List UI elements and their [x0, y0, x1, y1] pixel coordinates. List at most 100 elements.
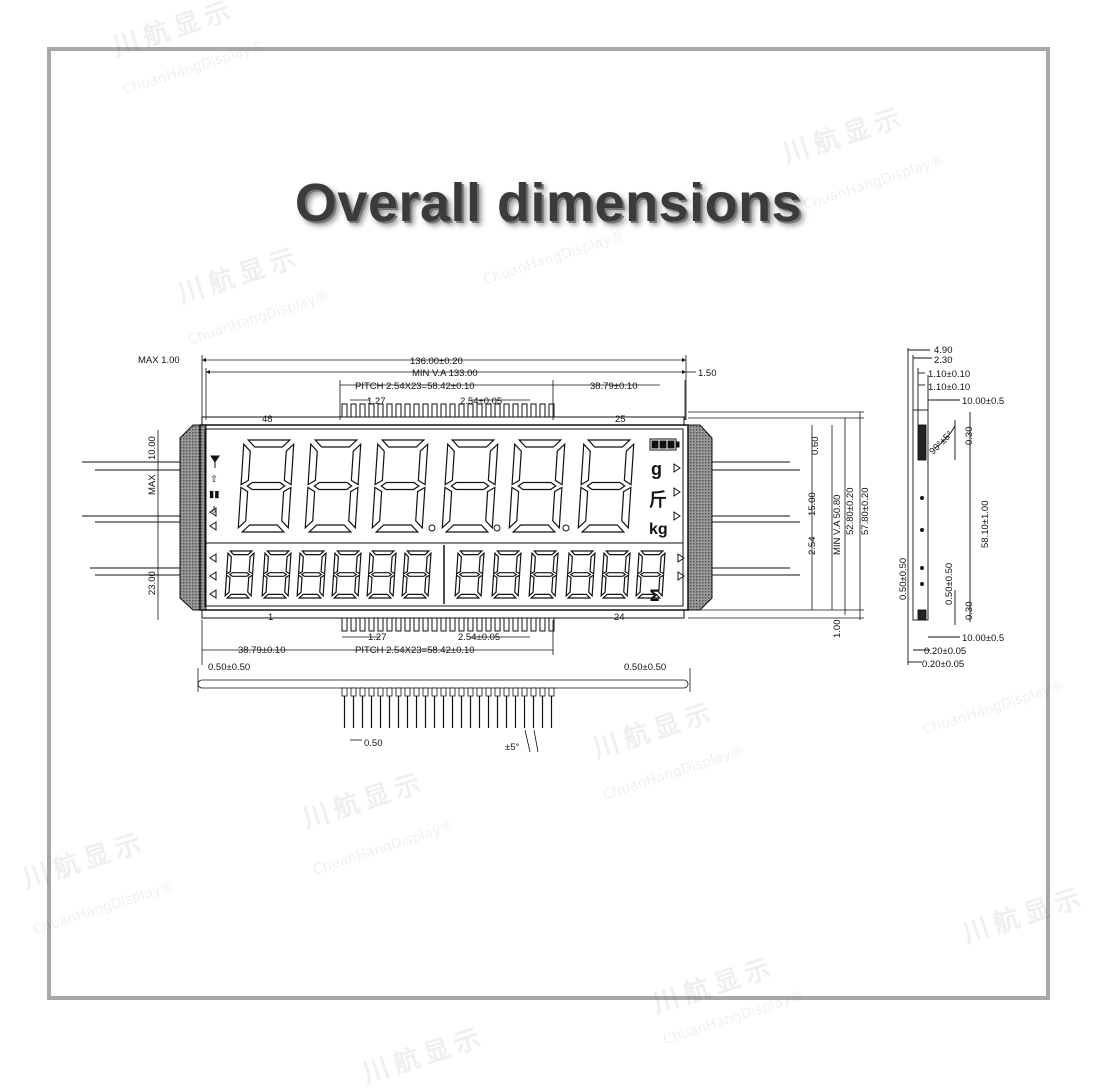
side-d110a: 1.10±0.10 — [928, 369, 970, 380]
dim-left-max: MAX — [147, 474, 158, 495]
large-digit — [577, 439, 635, 533]
small-digit — [565, 550, 596, 599]
top-pin — [521, 403, 528, 418]
bottom-pin — [431, 617, 438, 632]
dim-pin-width-bottom: 1.27 — [368, 632, 387, 643]
page-title: Overall dimensions — [294, 173, 803, 233]
bottom-pin — [404, 617, 411, 632]
lead-pin-head — [422, 687, 429, 697]
small-digit — [366, 550, 397, 599]
large-digit — [441, 439, 499, 533]
lead-pin-head — [413, 687, 420, 697]
pin-label-48: 48 — [262, 414, 273, 425]
dim-pitch-top: PITCH 2.54X23=58.42±0.10 — [355, 381, 475, 392]
bottom-pin — [377, 617, 384, 632]
lead-pin-head — [548, 687, 555, 697]
dim-right-5280: 52.80±0.20 — [845, 488, 856, 535]
svg-text:▮▮: ▮▮ — [209, 489, 219, 500]
top-pin — [377, 403, 384, 418]
bottom-pin — [521, 617, 528, 632]
bottom-pin — [539, 617, 546, 632]
lead-pin-head — [494, 687, 501, 697]
bottom-pin-strip — [201, 609, 685, 619]
side-d050b: 0.50±0.50 — [944, 563, 955, 605]
front-dimension-lines — [157, 355, 864, 753]
front-view: ⇧ ▮▮ ⇩ — [82, 403, 800, 632]
dim-left-23: 23.00 — [147, 571, 158, 595]
dim-pin-width-top: 1.27 — [367, 396, 386, 407]
small-digit — [331, 550, 362, 599]
large-digit — [371, 439, 429, 533]
large-digit — [237, 439, 295, 533]
lead-pin-head — [440, 687, 447, 697]
dim-pin-thick: 0.50 — [364, 738, 383, 749]
lead-pin-head — [341, 687, 348, 697]
dim-lead-left: 0.50±0.50 — [208, 662, 250, 673]
dim-pitch-bottom: PITCH 2.54X23=58.42±0.10 — [355, 645, 475, 656]
lead-pin-head — [431, 687, 438, 697]
side-d1000a: 10.00±0.5 — [962, 396, 1004, 407]
bottom-pin — [359, 617, 366, 632]
lead-pin-head — [467, 687, 474, 697]
dim-view-area: MIN V.A 133.00 — [412, 368, 478, 379]
side-d020b: 0.20±0.05 — [922, 659, 964, 670]
sigma-symbol: Σ — [649, 586, 660, 605]
top-pins — [341, 403, 555, 418]
bottom-pin — [530, 617, 537, 632]
side-view — [907, 348, 971, 665]
side-d030b: 0.30 — [964, 602, 975, 621]
lcd-viewing-area — [204, 428, 684, 607]
lead-pin-head — [503, 687, 510, 697]
bottom-pins — [341, 617, 555, 632]
bottom-pin — [485, 617, 492, 632]
top-pin — [431, 403, 438, 418]
side-arrows — [209, 463, 685, 599]
bottom-pin — [413, 617, 420, 632]
lead-pin-head — [521, 687, 528, 697]
top-pin — [494, 403, 501, 418]
top-pin — [548, 403, 555, 418]
lead-pins — [341, 687, 555, 728]
bottom-pin — [476, 617, 483, 632]
left-wires — [82, 461, 180, 576]
lead-pin-head — [458, 687, 465, 697]
top-pin — [404, 403, 411, 418]
small-digit — [600, 550, 631, 599]
top-pin — [476, 403, 483, 418]
bottom-pin — [503, 617, 510, 632]
small-digit — [296, 550, 327, 599]
top-pin — [422, 403, 429, 418]
lead-pin-head — [386, 687, 393, 697]
lead-pin-head — [395, 687, 402, 697]
unit-kg: kg — [649, 521, 668, 538]
lead-pin-head — [512, 687, 519, 697]
dim-right-100: 1.00 — [832, 620, 843, 639]
bottom-pin — [467, 617, 474, 632]
small-digit — [401, 550, 432, 599]
top-pin-strip — [201, 416, 685, 426]
side-d020a: 0.20±0.05 — [924, 646, 966, 657]
side-d050a: 0.50±0.50 — [898, 558, 909, 600]
lead-pin-head — [449, 687, 456, 697]
pin-label-25: 25 — [615, 414, 626, 425]
lead-pin-head — [539, 687, 546, 697]
top-pin — [539, 403, 546, 418]
left-indicators: ⇧ ▮▮ ⇩ — [209, 455, 220, 516]
side-connector-top — [917, 424, 927, 461]
lead-pin-head — [476, 687, 483, 697]
side-d110b: 1.10±0.10 — [928, 382, 970, 393]
bottom-pin — [386, 617, 393, 632]
small-digits — [224, 550, 666, 599]
small-digit — [261, 550, 292, 599]
bottom-pin — [368, 617, 375, 632]
large-digits — [237, 439, 635, 533]
bottom-pin — [422, 617, 429, 632]
top-pin — [341, 403, 348, 418]
side-d1000b: 10.00±0.5 — [962, 633, 1004, 644]
top-pin — [512, 403, 519, 418]
bottom-pin — [512, 617, 519, 632]
dim-max-top: MAX 1.00 — [138, 355, 180, 366]
dim-right-1500: 15.00 — [807, 492, 818, 516]
small-digit — [635, 550, 666, 599]
top-pin — [386, 403, 393, 418]
